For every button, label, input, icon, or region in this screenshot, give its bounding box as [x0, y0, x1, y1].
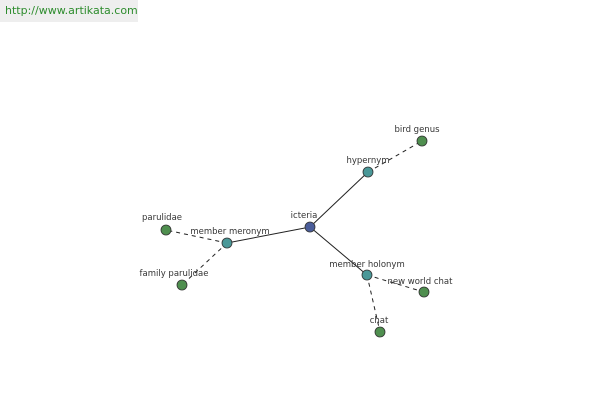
- edge-icteria-to-member-meronym: [226, 226, 311, 244]
- node-label-member-meronym[interactable]: member meronym: [190, 227, 269, 237]
- node-label-member-holonym[interactable]: member holonym: [329, 260, 404, 270]
- edge-icteria-to-hypernym: [309, 171, 369, 228]
- node-hypernym[interactable]: [362, 166, 374, 178]
- url-bar: http://www.artikata.com: [0, 0, 138, 22]
- edge-member-holonym-to-new-world-chat: [366, 274, 425, 293]
- node-chat[interactable]: [374, 326, 386, 338]
- node-parulidae[interactable]: [160, 224, 172, 236]
- node-label-parulidae[interactable]: parulidae: [142, 213, 182, 223]
- node-label-bird-genus[interactable]: bird genus: [394, 125, 440, 135]
- edge-member-meronym-to-family-parulidae: [181, 242, 228, 286]
- edge-icteria-to-member-holonym: [309, 226, 368, 276]
- node-label-hypernym[interactable]: hypernym: [346, 156, 389, 166]
- site-url-link[interactable]: http://www.artikata.com: [5, 4, 138, 17]
- node-icteria[interactable]: [304, 221, 316, 233]
- edges-group: [165, 140, 425, 333]
- edge-member-meronym-to-parulidae: [165, 229, 228, 244]
- node-label-new-world-chat[interactable]: new world chat: [388, 277, 454, 287]
- node-label-icteria[interactable]: icteria: [291, 211, 318, 221]
- edge-hypernym-to-bird-genus: [367, 140, 423, 173]
- node-member-meronym[interactable]: [221, 237, 233, 249]
- node-family-parulidae[interactable]: [176, 279, 188, 291]
- node-new-world-chat[interactable]: [418, 286, 430, 298]
- node-bird-genus[interactable]: [416, 135, 428, 147]
- node-member-holonym[interactable]: [361, 269, 373, 281]
- node-label-chat[interactable]: chat: [370, 316, 389, 326]
- edge-member-holonym-to-chat: [366, 274, 381, 333]
- nodes-group: icteria hypernym bird genus member meronym p…: [140, 125, 454, 338]
- node-label-family-parulidae[interactable]: family parulidae: [140, 269, 209, 279]
